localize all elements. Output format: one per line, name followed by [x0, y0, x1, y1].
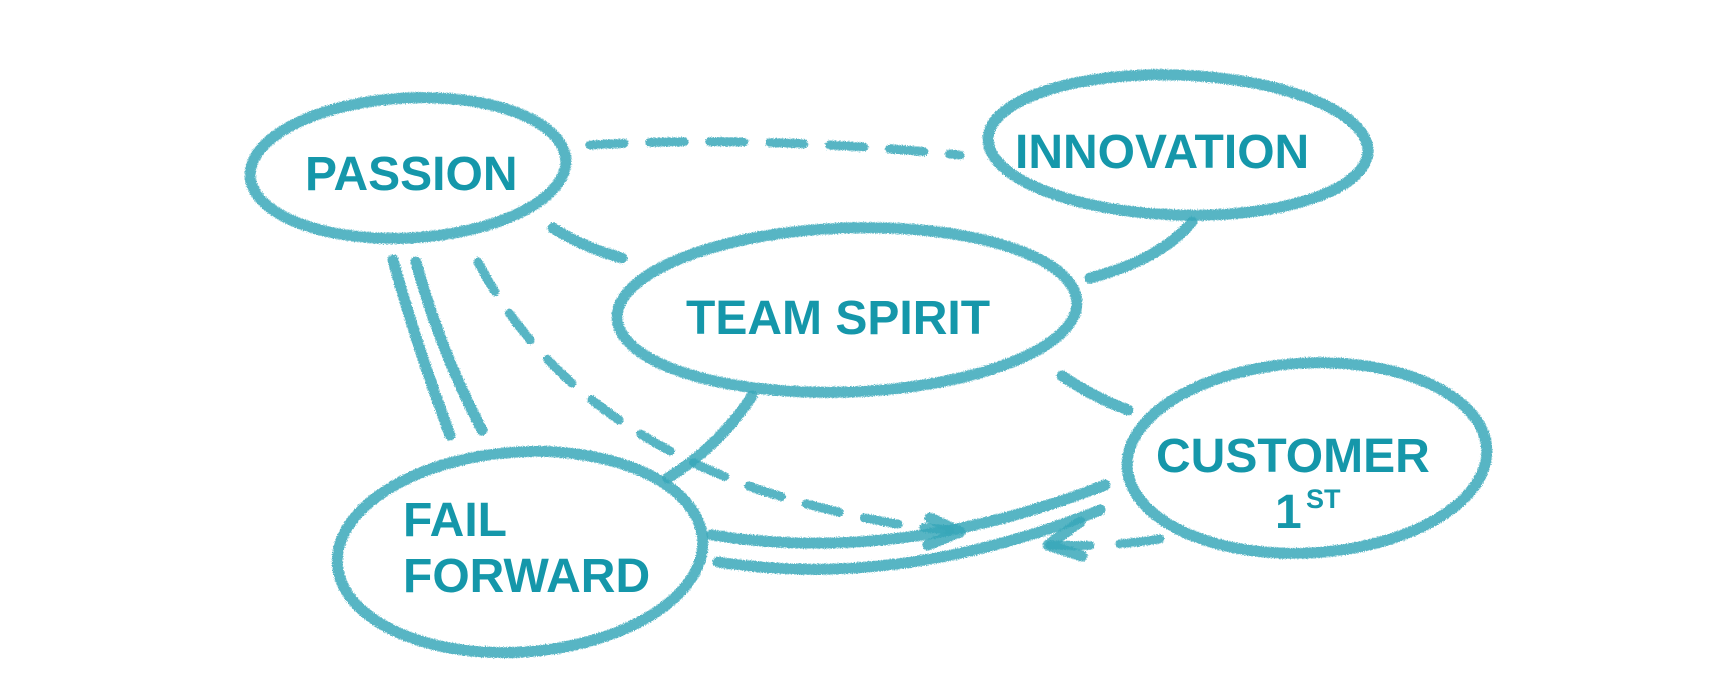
connector-passion-failforward-b	[410, 256, 488, 436]
node-innovation-outline	[982, 69, 1374, 221]
node-failforward-label-line2: FORWARD	[403, 550, 650, 603]
arrowhead-failforward	[1042, 516, 1088, 562]
connector-innovation-teamspirit	[1084, 216, 1198, 284]
node-customer-outline	[1121, 357, 1493, 559]
node-passion-label: PASSION	[305, 148, 517, 201]
node-customer-label-line1: CUSTOMER	[1156, 430, 1430, 483]
connector-passion-teamspirit	[547, 222, 628, 264]
connector-teamspirit-customer	[1056, 370, 1134, 416]
node-failforward-label-line1: FAIL	[403, 494, 507, 547]
connector-passion-innovation	[585, 137, 965, 160]
connector-passion-customer-dashed	[473, 257, 955, 535]
node-innovation-label: INNOVATION	[1015, 126, 1309, 179]
node-passion-outline	[244, 92, 572, 244]
node-customer-label-sup: ST	[1306, 484, 1341, 514]
node-customer-label-line2: 1	[1275, 486, 1302, 539]
connector-teamspirit-failforward	[662, 390, 758, 484]
connector-customer-failforward-dashed	[1045, 530, 1185, 551]
node-teamspirit-label: TEAM SPIRIT	[686, 292, 990, 345]
node-teamspirit-outline	[611, 222, 1083, 398]
connector-passion-failforward-a	[387, 254, 456, 441]
connector-failforward-customer-b	[712, 504, 1106, 575]
connector-failforward-customer-a	[706, 479, 1111, 549]
node-failforward-outline	[331, 445, 709, 659]
